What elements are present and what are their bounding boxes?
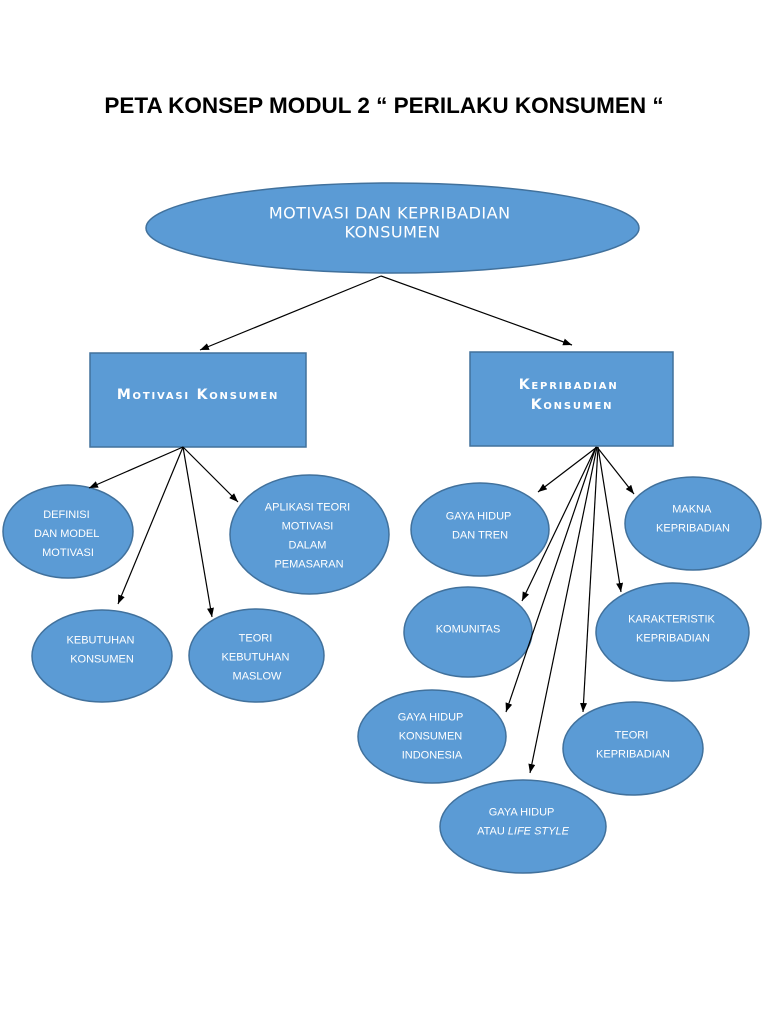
node-label-line: INDONESIA bbox=[402, 750, 463, 762]
page-title: PETA KONSEP MODUL 2 “ PERILAKU KONSUMEN … bbox=[104, 93, 663, 118]
node-label: TEORI KEPRIBADIAN bbox=[596, 730, 670, 761]
node-label-line: PEMASARAN bbox=[274, 559, 343, 571]
node-label-line: ATAU bbox=[477, 826, 505, 838]
node-label: GAYA HIDUP KONSUMEN INDONESIA bbox=[398, 712, 466, 762]
node-ellipse bbox=[2, 484, 134, 579]
node-kebutuhan-konsumen: KEBUTUHAN KONSUMEN bbox=[31, 609, 173, 703]
root-node-label: MOTIVASI DAN KEPRIBADIAN KONSUMEN bbox=[269, 204, 516, 242]
node-ellipse bbox=[410, 482, 550, 577]
arrow-kepribadian-to-makna bbox=[596, 446, 635, 495]
node-label-line: MOTIVASI bbox=[282, 521, 334, 533]
node-label: APLIKASI TEORI MOTIVASI DALAM PEMASARAN bbox=[265, 502, 353, 571]
node-gaya-hidup-konsumen-indonesia: GAYA HIDUP KONSUMEN INDONESIA bbox=[357, 689, 507, 784]
arrow-kepribadian-to-teori-kepribadian bbox=[580, 446, 599, 713]
node-label-line: KEPRIBADIAN bbox=[656, 523, 730, 535]
node-karakteristik-kepribadian: KARAKTERISTIK KEPRIBADIAN bbox=[595, 582, 750, 682]
node-ellipse bbox=[595, 582, 750, 682]
node-label-line: GAYA HIDUP bbox=[446, 511, 511, 523]
branch-label-line: Konsumen bbox=[531, 397, 614, 413]
arrow-kepribadian-to-gaya-hidup-tren bbox=[537, 446, 598, 493]
branch-motivasi-konsumen-label: Motivasi Konsumen bbox=[117, 387, 279, 403]
node-label-line: MOTIVASI bbox=[42, 547, 94, 559]
node-label-line: APLIKASI TEORI bbox=[265, 502, 350, 514]
node-label-line: KARAKTERISTIK bbox=[628, 614, 715, 626]
root-node-line: MOTIVASI DAN KEPRIBADIAN bbox=[269, 204, 511, 223]
node-label-line: KEBUTUHAN bbox=[67, 635, 135, 647]
node-ellipse bbox=[229, 474, 390, 595]
node-makna-kepribadian: MAKNA KEPRIBADIAN bbox=[624, 476, 762, 571]
arrow-motivasi-to-kebutuhan-konsumen bbox=[117, 446, 184, 605]
branch-kepribadian-konsumen: Kepribadian Konsumen bbox=[469, 351, 674, 447]
node-label: KOMUNITAS bbox=[436, 624, 501, 636]
arrow-motivasi-to-definisi bbox=[88, 446, 184, 489]
node-aplikasi-teori-motivasi: APLIKASI TEORI MOTIVASI DALAM PEMASARAN bbox=[229, 474, 390, 595]
node-ellipse bbox=[31, 609, 173, 703]
node-label-line-italic: LIFE STYLE bbox=[508, 826, 570, 838]
root-node: MOTIVASI DAN KEPRIBADIAN KONSUMEN bbox=[145, 182, 640, 274]
arrow-kepribadian-to-life-style bbox=[528, 446, 598, 774]
node-label-line: DALAM bbox=[289, 540, 327, 552]
node-label-line: MASLOW bbox=[233, 671, 283, 683]
node-label-line: KONSUMEN bbox=[70, 654, 134, 666]
node-label-line: DEFINISI bbox=[43, 509, 89, 521]
node-label-line: TEORI bbox=[615, 730, 649, 742]
arrow-motivasi-to-aplikasi-teori bbox=[182, 446, 239, 503]
branch-kepribadian-konsumen-label: Kepribadian Konsumen bbox=[519, 377, 625, 413]
node-ellipse bbox=[624, 476, 762, 571]
node-teori-kebutuhan-maslow: TEORI KEBUTUHAN MASLOW bbox=[188, 608, 325, 703]
node-label: DEFINISI DAN MODEL MOTIVASI bbox=[34, 509, 102, 559]
node-ellipse bbox=[357, 689, 507, 784]
arrow-root-to-kepribadian-konsumen bbox=[380, 275, 573, 346]
branch-label-line: Kepribadian bbox=[519, 377, 619, 393]
node-komunitas: KOMUNITAS bbox=[403, 586, 533, 678]
node-label: MAKNA KEPRIBADIAN bbox=[656, 504, 730, 535]
node-label-line: KEBUTUHAN bbox=[222, 652, 290, 664]
node-label-line: DAN TREN bbox=[452, 530, 508, 542]
arrow-kepribadian-to-komunitas bbox=[521, 446, 597, 602]
branch-label-line: Motivasi Konsumen bbox=[117, 387, 279, 403]
node-label-line: KEPRIBADIAN bbox=[596, 749, 670, 761]
arrow-root-to-motivasi-konsumen bbox=[199, 275, 382, 351]
node-ellipse bbox=[439, 779, 607, 874]
node-label-line: DAN MODEL bbox=[34, 528, 99, 540]
branch-kepribadian-konsumen-box bbox=[469, 351, 674, 447]
root-node-line: KONSUMEN bbox=[345, 223, 441, 242]
node-label: KEBUTUHAN KONSUMEN bbox=[67, 635, 138, 666]
arrow-kepribadian-to-karakteristik bbox=[597, 446, 624, 593]
node-label-line: TEORI bbox=[239, 633, 273, 645]
node-teori-kepribadian: TEORI KEPRIBADIAN bbox=[562, 701, 704, 796]
arrow-motivasi-to-teori-kebutuhan bbox=[182, 446, 214, 618]
node-label-line: MAKNA bbox=[672, 504, 712, 516]
node-label-line: GAYA HIDUP bbox=[398, 712, 463, 724]
node-label-line: KOMUNITAS bbox=[436, 624, 501, 636]
node-ellipse bbox=[188, 608, 325, 703]
node-gaya-hidup-dan-tren: GAYA HIDUP DAN TREN bbox=[410, 482, 550, 577]
node-label-line: KEPRIBADIAN bbox=[636, 633, 710, 645]
root-node-ellipse bbox=[145, 182, 640, 274]
node-ellipse bbox=[562, 701, 704, 796]
branch-motivasi-konsumen: Motivasi Konsumen bbox=[89, 352, 307, 448]
node-ellipse bbox=[403, 586, 533, 678]
node-label: TEORI KEBUTUHAN MASLOW bbox=[222, 633, 293, 683]
node-label: GAYA HIDUP DAN TREN bbox=[446, 511, 514, 542]
node-label-line: GAYA HIDUP bbox=[489, 807, 554, 819]
connector-arrows bbox=[88, 275, 635, 774]
branch-motivasi-konsumen-box bbox=[89, 352, 307, 448]
node-label-line: KONSUMEN bbox=[399, 731, 463, 743]
arrow-kepribadian-to-konsumen-indonesia bbox=[505, 446, 597, 713]
node-label: KARAKTERISTIK KEPRIBADIAN bbox=[628, 614, 718, 645]
node-definisi-dan-model-motivasi: DEFINISI DAN MODEL MOTIVASI bbox=[2, 484, 134, 579]
